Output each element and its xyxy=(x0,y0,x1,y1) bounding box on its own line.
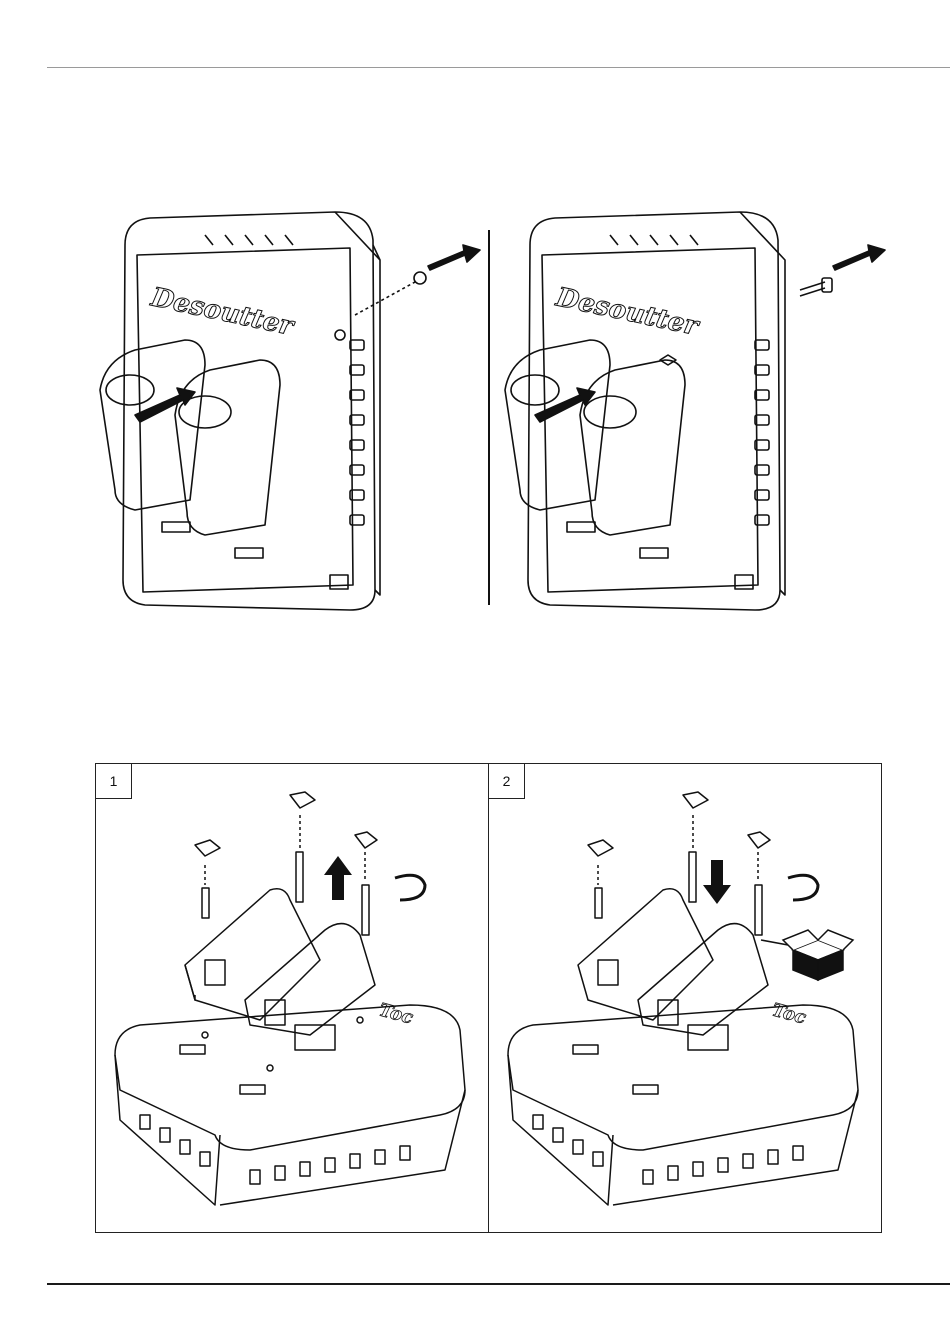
step-2-illustration: Toc xyxy=(503,790,873,1220)
header-rule xyxy=(47,67,950,68)
charger-left-illustration xyxy=(100,212,380,610)
steps-divider xyxy=(488,763,489,1233)
wall-mount-figure: Desoutter Desoutter xyxy=(95,200,895,615)
step-1-illustration: Toc xyxy=(110,790,480,1220)
box-icon xyxy=(783,930,853,980)
svg-text:Toc: Toc xyxy=(377,1000,416,1029)
insert-arrow-left xyxy=(135,388,195,422)
footer-rule xyxy=(47,1283,950,1285)
brand-logo-right: Desoutter xyxy=(553,282,704,342)
svg-text:Toc: Toc xyxy=(770,1000,809,1029)
brand-logo-left: Desoutter xyxy=(148,282,299,342)
